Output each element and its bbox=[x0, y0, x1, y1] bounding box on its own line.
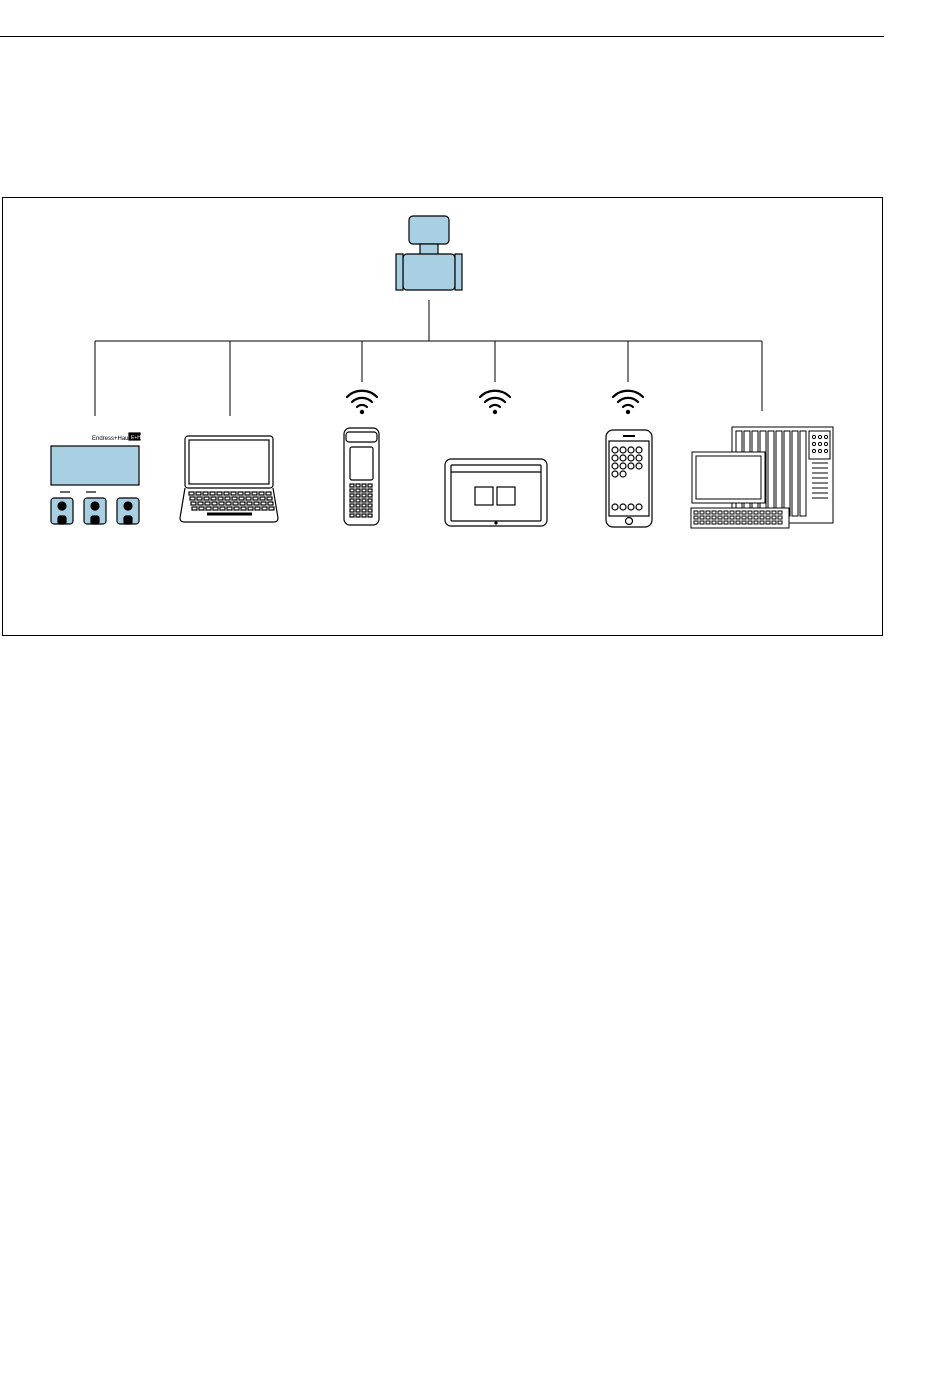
wifi-icon bbox=[480, 391, 510, 414]
display-module-icon: Endress+Hauser E+H bbox=[51, 433, 141, 524]
control-system-icon bbox=[691, 427, 833, 528]
network-lines bbox=[95, 300, 762, 416]
laptop-icon bbox=[180, 436, 278, 522]
operating-options-diagram: Endress+Hauser E+H bbox=[0, 0, 950, 700]
wifi-icon bbox=[613, 391, 643, 414]
handheld-terminal-icon bbox=[344, 428, 379, 525]
display-brand-badge: E+H bbox=[131, 435, 141, 441]
wifi-icon bbox=[347, 391, 377, 414]
flowmeter-icon bbox=[396, 216, 462, 290]
smartphone-icon bbox=[606, 430, 652, 527]
tablet-icon bbox=[445, 459, 547, 526]
